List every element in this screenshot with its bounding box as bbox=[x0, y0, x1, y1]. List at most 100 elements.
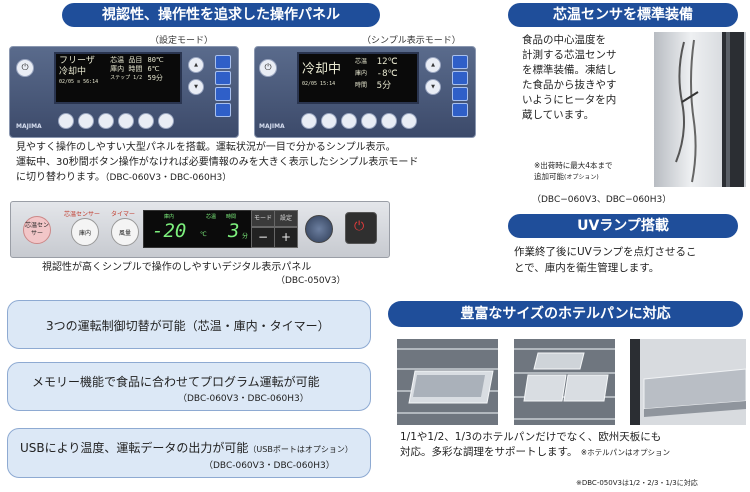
desc-line: 見やすく操作のしやすい大型パネルを搭載。運転状況が一目で分かるシンプル表示。 bbox=[16, 142, 396, 153]
lcd-label: 芯温 品目 bbox=[110, 56, 143, 64]
sensor-model: （DBC−060V3、DBC−060H3） bbox=[532, 195, 672, 205]
button-label: + bbox=[280, 230, 292, 244]
feature-sub: （USBポートはオプション） bbox=[248, 445, 353, 454]
down-button[interactable]: ▼ bbox=[425, 79, 441, 95]
hotelpan-model-note: ※DBC-050V3は1/2・2/3・1/3に対応 bbox=[576, 479, 698, 487]
desc-line: 運転中、30秒間ボタン操作がなければ必要情報のみを大きく表示したシンプル表示モー… bbox=[16, 157, 419, 168]
hotelpan-photo-euro-tray bbox=[630, 339, 746, 425]
lcd-value: 12℃ bbox=[376, 57, 398, 67]
power-icon: ⏻ bbox=[259, 59, 277, 77]
start-button[interactable] bbox=[305, 215, 333, 243]
plus-button[interactable]: + bbox=[274, 227, 298, 248]
sensor-photo bbox=[654, 32, 746, 187]
core-sensor-button[interactable]: 芯温センサー bbox=[23, 216, 51, 244]
sensor-description: 食品の中心温度を 計測する芯温センサ を標準装備。凍結し た食品から抜きやす い… bbox=[522, 33, 617, 123]
lcd-value: 5分 bbox=[376, 81, 392, 91]
power-button[interactable]: ⏻ bbox=[345, 212, 377, 244]
function-button[interactable] bbox=[341, 113, 357, 129]
brand-logo: MAJIMA bbox=[16, 123, 42, 130]
hotelpan-line: 1/1や1/2、1/3のホテルパンだけでなく、欧州天板にも bbox=[400, 431, 662, 443]
lcd-line: フリーザ bbox=[59, 56, 95, 66]
up-button[interactable]: ▲ bbox=[188, 57, 204, 73]
function-button[interactable] bbox=[158, 113, 174, 129]
sensor-line: 蔵しています。 bbox=[522, 109, 595, 121]
timer-mode-label: タイマー bbox=[111, 211, 136, 218]
hotelpan-description: 1/1や1/2、1/3のホテルパンだけでなく、欧州天板にも 対応。多彩な調理をサ… bbox=[400, 430, 670, 460]
minus-button[interactable]: − bbox=[251, 227, 275, 248]
set-mode-lcd: フリーザ 冷却中 02/05 ≡ 56:14 芯温 品目 庫内 時間 ステップ … bbox=[54, 52, 182, 104]
hotelpan-title: 豊富なサイズのホテルパンに対応 bbox=[460, 306, 671, 322]
simple-mode-lcd: 冷却中 02/05 15:14 芯温 庫内 時間 12℃ -8℃ 5分 bbox=[297, 52, 419, 104]
sensor-note: ※出荷時に最大4本まで 追加可能(オプション) bbox=[534, 160, 613, 183]
button-label: 風量 bbox=[118, 229, 131, 237]
power-icon: ⏻ bbox=[16, 59, 34, 77]
lcd-label: 時間 bbox=[355, 82, 368, 89]
hotelpan-photo-full bbox=[397, 339, 498, 425]
function-button[interactable] bbox=[361, 113, 377, 129]
power-icon: ⏻ bbox=[354, 219, 365, 234]
function-button[interactable] bbox=[301, 113, 317, 129]
lcd-label: 芯温 bbox=[355, 58, 368, 65]
button-label: − bbox=[257, 230, 269, 244]
control-panel-set-mode: ⏻ フリーザ 冷却中 02/05 ≡ 56:14 芯温 品目 庫内 時間 ステッ… bbox=[9, 46, 239, 138]
sensor-line: 計測する芯温センサ bbox=[522, 49, 617, 61]
lcd-value: 6℃ bbox=[147, 65, 160, 73]
led-display: 庫内 芯温 時間 -20 ℃ 3 分 bbox=[143, 210, 253, 248]
side-button[interactable] bbox=[215, 87, 231, 101]
lcd-value: 80℃ bbox=[147, 56, 164, 64]
feature-text: USBにより温度、運転データの出力が可能（USBポートはオプション） bbox=[20, 439, 353, 456]
button-label: 芯温センサー bbox=[24, 222, 49, 237]
set-button[interactable]: 設定 bbox=[274, 210, 298, 227]
function-button[interactable] bbox=[401, 113, 417, 129]
up-button[interactable]: ▲ bbox=[425, 57, 441, 73]
side-button[interactable] bbox=[215, 103, 231, 117]
panel-section-header: 視認性、操作性を追求した操作パネル bbox=[62, 3, 380, 27]
button-label: 設定 bbox=[279, 215, 292, 222]
digital-display-panel: 芯温センサー 芯温センサー 庫内 タイマー 風量 庫内 芯温 時間 -20 ℃ … bbox=[10, 201, 390, 258]
function-button[interactable] bbox=[321, 113, 337, 129]
hotelpan-photo-half bbox=[514, 339, 615, 425]
sensor-probe-illustration bbox=[675, 32, 744, 187]
desc-line: に切り替わります。 bbox=[16, 172, 105, 183]
lcd-date: 02/05 15:14 bbox=[302, 81, 336, 87]
feature-box: メモリー機能で食品に合わせてプログラム運転が可能 （DBC-060V3・DBC-… bbox=[7, 362, 371, 411]
pan-illustration bbox=[397, 339, 498, 425]
pan-illustration bbox=[630, 339, 746, 425]
function-button[interactable] bbox=[138, 113, 154, 129]
led-temp-unit: ℃ bbox=[200, 231, 207, 238]
lcd-label: 庫内 時間 bbox=[110, 65, 143, 73]
lcd-value: -8℃ bbox=[376, 69, 398, 79]
sensor-note-line: 追加可能 bbox=[534, 172, 564, 181]
side-button[interactable] bbox=[215, 55, 231, 69]
feature-model: （DBC-060V3・DBC-060H3） bbox=[204, 461, 335, 471]
side-button[interactable] bbox=[452, 71, 468, 85]
function-button[interactable] bbox=[381, 113, 397, 129]
sensor-title: 芯温センサを標準装備 bbox=[553, 7, 693, 23]
digital-panel-description: 視認性が高くシンプルで操作のしやすいデジタル表示パネル bbox=[42, 262, 312, 273]
led-header: 庫内 bbox=[164, 214, 175, 220]
function-button[interactable] bbox=[98, 113, 114, 129]
button-label: モード bbox=[253, 215, 272, 222]
function-button[interactable] bbox=[78, 113, 94, 129]
feature-main: USBにより温度、運転データの出力が可能 bbox=[20, 441, 249, 455]
sensor-section-header: 芯温センサを標準装備 bbox=[508, 3, 738, 27]
sensor-line: を標準装備。凍結し bbox=[522, 64, 617, 76]
side-button[interactable] bbox=[452, 87, 468, 101]
hotelpan-section-header: 豊富なサイズのホテルパンに対応 bbox=[388, 301, 743, 327]
airflow-button[interactable]: 風量 bbox=[111, 218, 139, 246]
lcd-value: 59分 bbox=[147, 74, 163, 82]
hotelpan-option-note: ※ホテルパンはオプション bbox=[580, 448, 670, 457]
side-button[interactable] bbox=[215, 71, 231, 85]
function-button[interactable] bbox=[118, 113, 134, 129]
lcd-line: 冷却中 bbox=[59, 67, 87, 77]
led-time: 3 bbox=[228, 220, 240, 242]
function-button[interactable] bbox=[58, 113, 74, 129]
chamber-button[interactable]: 庫内 bbox=[71, 218, 99, 246]
down-button[interactable]: ▼ bbox=[188, 79, 204, 95]
model-note: （DBC-060V3・DBC-060H3） bbox=[105, 173, 232, 183]
side-button[interactable] bbox=[452, 55, 468, 69]
sensor-line: 食品の中心温度を bbox=[522, 34, 606, 46]
mode-button[interactable]: モード bbox=[251, 210, 275, 227]
side-button[interactable] bbox=[452, 103, 468, 117]
button-label: 庫内 bbox=[78, 229, 91, 237]
